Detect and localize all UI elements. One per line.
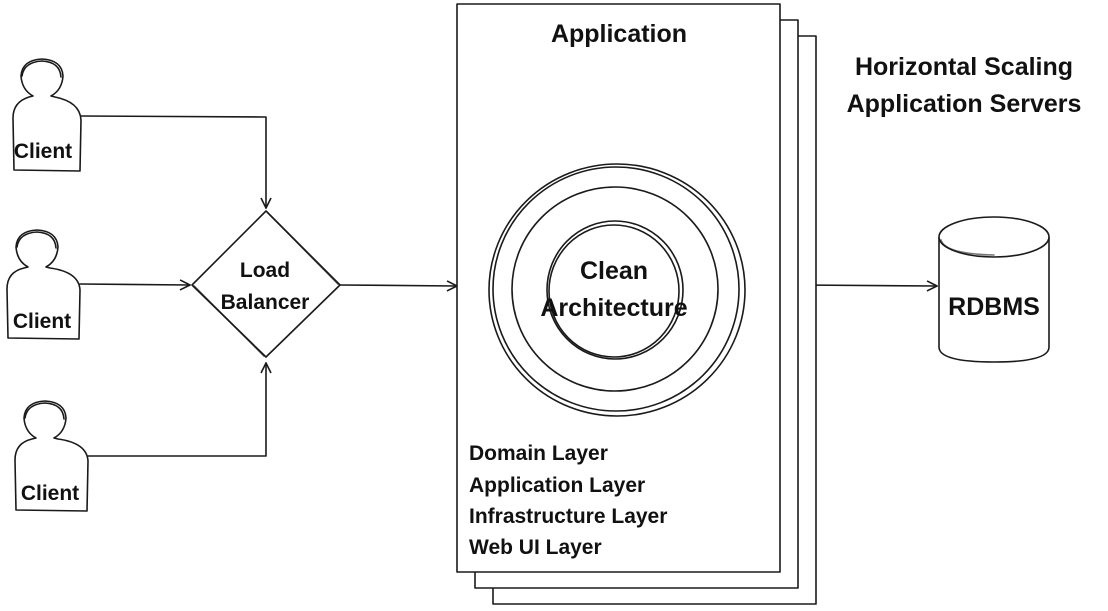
application-title: Application	[551, 20, 687, 48]
person-icon	[12, 58, 82, 172]
middle-ring	[511, 186, 719, 392]
client-label: Client	[13, 310, 71, 333]
application-server-stack: Application Clean Architecture Domain La…	[456, 3, 817, 605]
rdbms-database: RDBMS	[938, 216, 1050, 363]
load-balancer-diamond	[191, 210, 341, 358]
load-balancer: Load Balancer	[191, 210, 341, 358]
client1-to-lb-arrow	[79, 115, 272, 209]
core-label-line1: Clean	[580, 257, 648, 285]
client-label: Client	[14, 140, 72, 163]
client2-to-lb-arrow	[79, 279, 191, 291]
clean-architecture-rings: Clean Architecture	[488, 163, 746, 417]
outer-ring	[488, 163, 746, 417]
client-2: Client	[6, 229, 81, 340]
scaling-note-line2: Application Servers	[847, 90, 1082, 118]
load-balancer-line1: Load	[240, 259, 290, 282]
client3-to-lb-arrow	[87, 362, 272, 457]
person-icon	[14, 400, 89, 512]
person-icon	[6, 229, 81, 340]
layers-list: Domain Layer Application Layer Infrastru…	[469, 442, 667, 559]
load-balancer-line2: Balancer	[221, 291, 310, 314]
layer-item: Web UI Layer	[469, 536, 602, 559]
client-label: Client	[21, 482, 79, 505]
database-cylinder-icon	[938, 237, 1050, 363]
app-to-db-arrow	[799, 280, 938, 292]
layer-item: Infrastructure Layer	[469, 505, 667, 528]
inner-ring	[546, 220, 684, 360]
server-card-front	[456, 3, 781, 573]
scaling-note-line1: Horizontal Scaling	[855, 53, 1073, 81]
layer-item: Application Layer	[469, 474, 645, 497]
lb-to-app-arrow	[339, 280, 458, 292]
client-3: Client	[14, 400, 89, 512]
client-1: Client	[12, 58, 82, 172]
core-label-line2: Architecture	[540, 294, 687, 322]
connectors	[79, 115, 938, 457]
scaling-note: Horizontal Scaling Application Servers	[847, 53, 1082, 118]
database-label: RDBMS	[948, 293, 1040, 321]
layer-item: Domain Layer	[469, 442, 608, 465]
